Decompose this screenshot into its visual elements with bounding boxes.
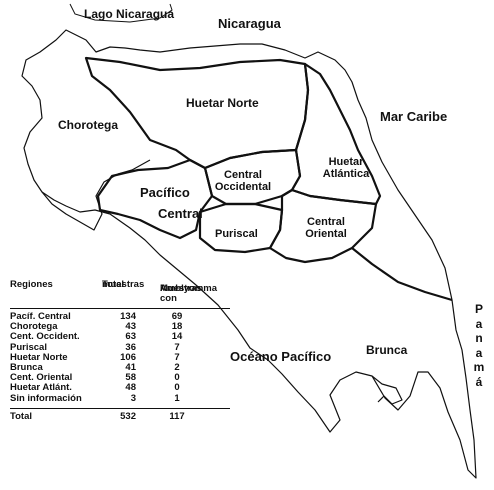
row-total: 48 (125, 382, 136, 394)
footer-total: 532 (120, 410, 136, 422)
row-region: Brunca (10, 361, 43, 373)
row-amblyomma: 69 (171, 311, 183, 322)
table-row: Chorotega 43 18 (10, 321, 230, 333)
row-amblyomma: 1 (174, 392, 180, 404)
chorotega-label: Chorotega (58, 118, 118, 132)
footer-rule (10, 407, 230, 409)
row-amblyomma: 7 (174, 351, 180, 363)
row-region: Cent. Occident. (10, 331, 80, 343)
oceano-pacifico-label: Océano Pacífico (230, 349, 332, 364)
lago-nicaragua-label: Lago Nicaragua (84, 7, 175, 21)
header-regiones: Regiones (10, 279, 53, 290)
row-total: 3 (130, 392, 136, 404)
huetar-atlantica-boundary (290, 62, 382, 206)
table-row: Cent. Occident. 63 14 (10, 332, 230, 342)
puriscal-label: Puriscal (215, 228, 258, 240)
golfo-dulce (371, 375, 403, 405)
row-region: Pacíf. Central (10, 311, 71, 322)
row-amblyomma: 0 (174, 382, 180, 394)
nicaragua-label: Nicaragua (218, 16, 281, 31)
footer-label: Total (10, 410, 32, 422)
brunca-label: Brunca (366, 343, 408, 357)
table-row: Huetar Norte 106 7 (10, 351, 230, 363)
footer-amblyomma: 117 (169, 410, 185, 422)
lake-outline (69, 3, 173, 23)
row-amblyomma: 7 (174, 341, 180, 353)
row-amblyomma: 0 (174, 372, 180, 384)
table-footer: Total 532 117 (10, 410, 230, 422)
pacifico-label: Pacífico (140, 185, 190, 200)
pacifico-central-boundary (96, 158, 214, 240)
row-region: Huetar Norte (10, 351, 68, 363)
table-row: Huetar Atlánt. 48 0 (10, 383, 230, 393)
table-row: Cent. Oriental 58 0 (10, 372, 230, 384)
row-total: 43 (125, 321, 136, 333)
central-oriental-label: Central Oriental (305, 216, 347, 240)
row-amblyomma: 18 (171, 321, 183, 333)
central-label: Central (158, 206, 203, 221)
row-region: Chorotega (10, 321, 58, 333)
row-amblyomma: 14 (171, 331, 183, 343)
row-region: Puriscal (10, 341, 47, 353)
row-total: 63 (125, 331, 136, 343)
table-row: Sin información 3 1 (10, 392, 230, 404)
table-row: Puriscal 36 7 (10, 341, 230, 353)
table-row: Brunca 41 2 (10, 361, 230, 373)
row-region: Sin información (10, 392, 82, 404)
row-total: 106 (120, 351, 136, 363)
row-total: 134 (120, 311, 136, 322)
row-total: 41 (125, 361, 136, 373)
country-outline (21, 29, 477, 479)
panama-label: P a n a m á (473, 302, 485, 389)
mar-caribe-label: Mar Caribe (380, 109, 448, 124)
central-occidental-label: Central Occidental (214, 169, 272, 193)
header-rule (10, 308, 230, 309)
samples-table: Regiones Total muestras Muestras con Amb… (10, 278, 230, 422)
row-total: 58 (125, 372, 136, 384)
huetar-atlantica-label: Huetar Atlántica (322, 156, 370, 180)
row-region: Huetar Atlánt. (10, 382, 72, 394)
huetar-norte-label: Huetar Norte (186, 96, 259, 110)
row-amblyomma: 2 (174, 361, 180, 373)
table-header: Regiones Total muestras Muestras con Amb… (10, 279, 218, 304)
brunca-boundary (351, 247, 453, 302)
row-total: 36 (125, 341, 136, 353)
row-region: Cent. Oriental (10, 372, 73, 384)
table-row: Pacíf. Central 134 69 (10, 311, 230, 322)
